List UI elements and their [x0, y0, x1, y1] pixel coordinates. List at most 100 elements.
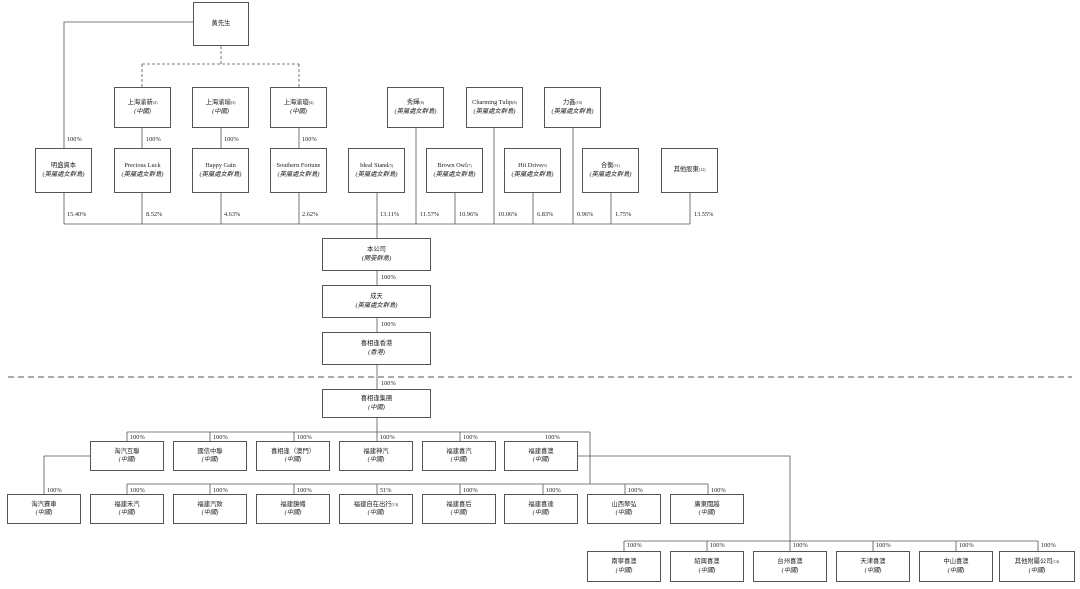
- node-name: 喜相逢（澳門）: [270, 447, 316, 455]
- node-place: (中國): [450, 509, 468, 516]
- node-fj-zizai: 福建自在出行(13) (中國): [339, 494, 413, 524]
- node-name: Charming Tulip(8): [472, 99, 517, 107]
- node-southern-fortune: Southern Fortune (英屬處女群島): [270, 148, 327, 193]
- pct-label: 100%: [793, 542, 808, 549]
- node-place: (中國): [367, 509, 385, 516]
- node-fj-qizhi: 福建汽致 (中國): [173, 494, 247, 524]
- node-place: (中國): [118, 456, 136, 463]
- pct-label: 100%: [67, 136, 82, 143]
- pct-label: 100%: [380, 434, 395, 441]
- pct-label: 100%: [146, 136, 161, 143]
- pct-label: 100%: [628, 487, 643, 494]
- pct-label: 11.57%: [420, 211, 440, 218]
- node-name: 福建自在出行(13): [353, 500, 399, 508]
- node-place: (英屬處女群島): [589, 170, 632, 178]
- node-name: 天津喜澳: [860, 558, 886, 566]
- node-other-shareholders: 其他股東(12): [661, 148, 718, 193]
- node-place: (英屬處女群島): [433, 170, 476, 178]
- node-fj-shenqi: 福建神汽 (中國): [339, 441, 413, 471]
- node-name: Southern Fortune: [276, 162, 321, 170]
- node-name: 福建喜后: [446, 500, 472, 508]
- pct-label: 6.83%: [537, 211, 554, 218]
- node-brown-owl: Brown Owl(7) (英屬處女群島): [426, 148, 483, 193]
- node-name: 國信中聯: [197, 447, 223, 455]
- pct-label: 1.75%: [615, 211, 632, 218]
- pct-label: 100%: [47, 487, 62, 494]
- node-name: 福建喜澳: [528, 447, 554, 455]
- pct-label: 100%: [130, 434, 145, 441]
- pct-label: 100%: [297, 487, 312, 494]
- node-sh-yuyu: 上海渝瑜(3) (中國): [192, 87, 249, 128]
- pct-label: 4.63%: [224, 211, 241, 218]
- node-sh-yuxuan: 上海渝璇(4) (中國): [270, 87, 327, 128]
- node-place: (中國): [118, 509, 136, 516]
- node-name: 淘汽互聯: [114, 447, 140, 455]
- node-place: (英屬處女群島): [355, 301, 398, 309]
- node-name: 成天: [370, 293, 383, 301]
- node-fj-heqi: 福建禾汽 (中國): [90, 494, 164, 524]
- node-place: (中國): [367, 456, 385, 463]
- node-name: 合衡(11): [600, 162, 621, 170]
- node-place: (英屬處女群島): [277, 170, 320, 178]
- pct-label: 0.96%: [577, 211, 594, 218]
- node-name: 其他附屬公司(14): [1014, 558, 1060, 566]
- node-place: (英屬處女群島): [42, 170, 85, 178]
- node-place: (中國): [35, 509, 53, 516]
- pct-label: 51%: [380, 487, 392, 494]
- node-name: 南寧喜澳: [611, 558, 637, 566]
- node-place: (英屬處女群島): [551, 107, 594, 115]
- node-name: 台州喜澳: [777, 558, 803, 566]
- node-ideal-stand: Ideal Stand(5) (英屬處女群島): [348, 148, 405, 193]
- node-place: (中國): [284, 509, 302, 516]
- node-lixin: 力鑫(10) (英屬處女群島): [544, 87, 601, 128]
- node-name: 上海渝璇(4): [283, 99, 314, 107]
- node-name: 明盛資本: [50, 162, 77, 170]
- node-name: 福建汽致: [197, 500, 223, 508]
- pct-label: 100%: [224, 136, 239, 143]
- node-place: (中國): [290, 107, 307, 115]
- node-place: (英屬處女群島): [355, 170, 398, 178]
- pct-label: 100%: [297, 434, 312, 441]
- node-other-subsidiaries: 其他附屬公司(14) (中國): [999, 551, 1075, 582]
- node-place: (中國): [201, 509, 219, 516]
- pct-label: 100%: [463, 434, 478, 441]
- pct-label: 100%: [627, 542, 642, 549]
- node-tianjin: 天津喜澳 (中國): [836, 551, 910, 582]
- pct-label: 100%: [546, 487, 561, 494]
- node-xxf-hk: 喜相逢香港 (香港): [322, 332, 431, 365]
- pct-label: 13.55%: [694, 211, 714, 218]
- node-xiuhui: 秀輝(6) (英屬處女群島): [387, 87, 444, 128]
- node-hit-drive: Hit Drive(9) (英屬處女群島): [504, 148, 561, 193]
- node-xxf-group: 喜相逢集團 (中國): [322, 389, 431, 418]
- node-place: (英屬處女群島): [199, 170, 242, 178]
- node-zhongshan: 中山喜澳 (中國): [919, 551, 993, 582]
- pct-label: 100%: [710, 542, 725, 549]
- node-place: (中國): [450, 456, 468, 463]
- node-taizhou: 台州喜澳 (中國): [753, 551, 827, 582]
- node-place: (香港): [368, 348, 385, 356]
- node-name: 福建喜汽: [446, 447, 472, 455]
- node-name: 本公司: [367, 246, 386, 254]
- node-place: (英屬處女群島): [394, 107, 437, 115]
- node-place: (中國): [212, 107, 229, 115]
- pct-label: 100%: [213, 487, 228, 494]
- node-place: (中國): [368, 403, 385, 411]
- node-fj-xiao: 福建喜澳 (中國): [504, 441, 578, 471]
- node-place: (中國): [864, 566, 882, 574]
- node-company: 本公司 (開曼群島): [322, 238, 431, 271]
- node-place: (中國): [615, 509, 633, 516]
- node-name: 其他股東(12): [673, 166, 706, 174]
- node-name: 秀輝(6): [406, 99, 425, 107]
- pct-label: 100%: [213, 434, 228, 441]
- node-name: 中山喜澳: [943, 558, 969, 566]
- pct-label: 100%: [381, 274, 396, 281]
- node-name: 淘汽賽車: [31, 500, 57, 508]
- pct-label: 100%: [959, 542, 974, 549]
- node-place: (中國): [1028, 566, 1046, 574]
- node-nanning: 南寧喜澳 (中國): [587, 551, 661, 582]
- node-happy-gain: Happy Gain (英屬處女群島): [192, 148, 249, 193]
- pct-label: 100%: [1041, 542, 1056, 549]
- node-name: 福建神汽: [363, 447, 389, 455]
- pct-label: 10.06%: [498, 211, 518, 218]
